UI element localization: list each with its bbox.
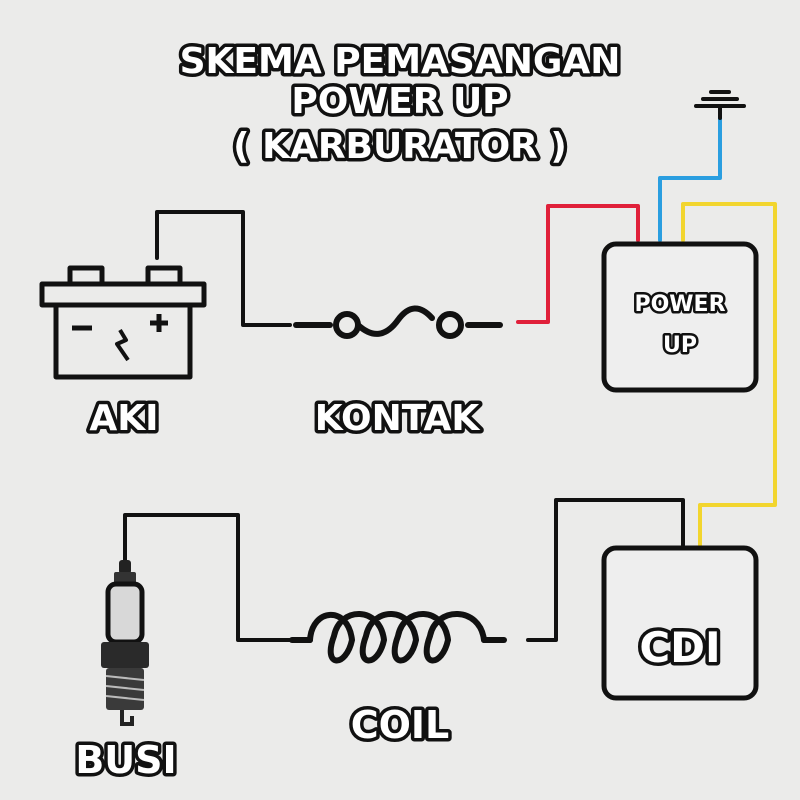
ground-icon [694,90,746,120]
wire-cdi-coil [526,498,685,642]
wire-coil-busi [123,513,294,642]
diagram-title: SKEMA PEMASANGAN POWER UP ( KARBURATOR ) [176,38,624,171]
spark-plug-icon [101,560,149,726]
coil-icon [289,611,507,664]
busi-label: BUSI [75,738,176,782]
aki-label: AKI [89,398,158,439]
wire-powerup-cdi [681,202,777,547]
wire-kontak-powerup [516,204,640,324]
power-up-label-line-1: POWER [634,292,725,317]
title-line-2: POWER UP [291,81,508,122]
battery-icon [39,265,207,380]
kontak-label: KONTAK [315,398,481,439]
wires [123,116,777,642]
power-up-label-line-2: UP [663,333,697,358]
cdi-label: CDI [639,623,720,672]
wire-ground-powerup [658,116,722,242]
ignition-switch-icon [293,305,503,339]
title-line-3: ( KARBURATOR ) [233,126,567,167]
coil-label: COIL [351,703,450,747]
power-up-module: POWER UP [601,241,759,393]
title-line-1: SKEMA PEMASANGAN [180,41,621,82]
cdi-module: CDI [601,545,759,701]
wire-aki-kontak [155,210,292,327]
